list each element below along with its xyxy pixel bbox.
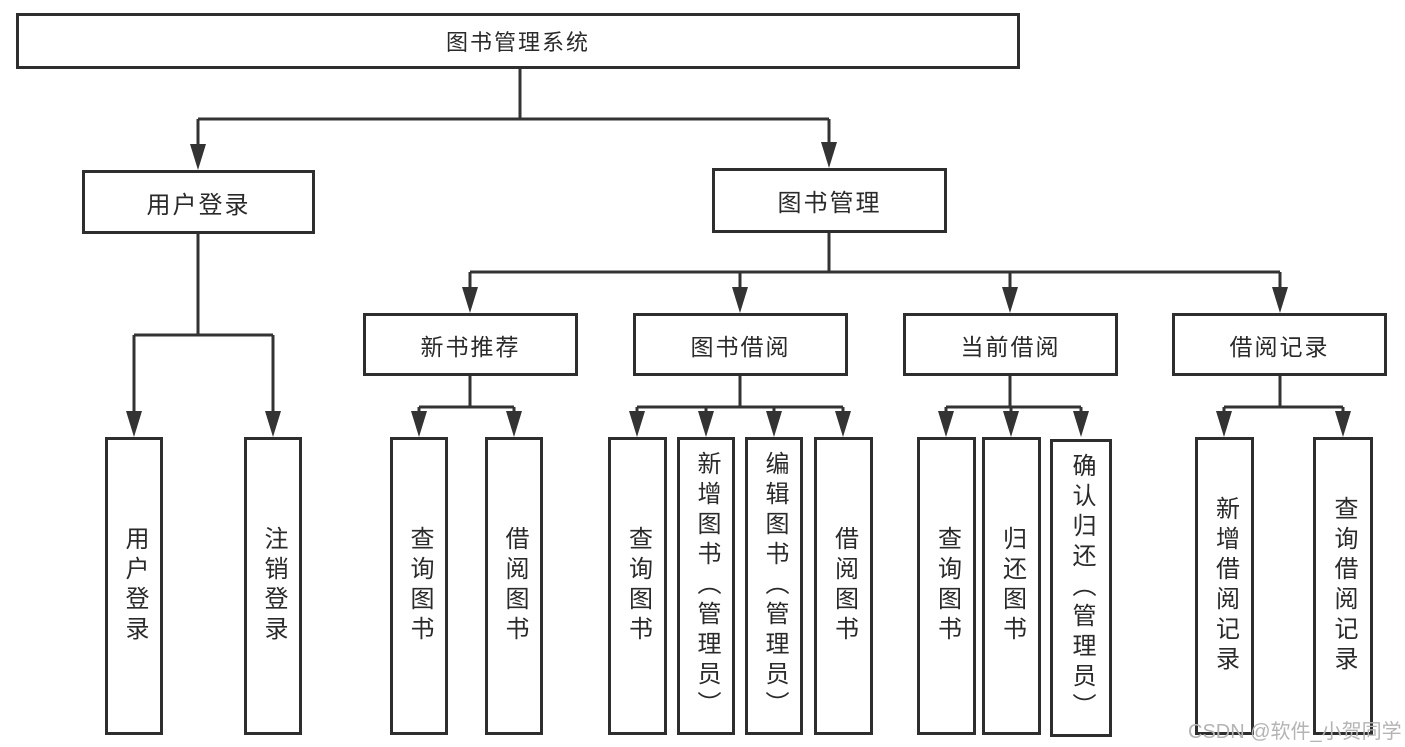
leaf-query-borrow-record: 查询借阅记录 xyxy=(1313,437,1373,735)
leaf-query-books-borrow: 查询图书 xyxy=(608,437,667,735)
leaf-query-books-recommend: 查询图书 xyxy=(390,437,448,735)
arrow-icon xyxy=(698,411,714,437)
leaf-label: 查询图书 xyxy=(933,526,961,646)
connector-borrow-children xyxy=(635,376,845,420)
arrow-icon xyxy=(265,411,281,437)
node-label: 新书推荐 xyxy=(420,333,521,360)
node-label: 当前借阅 xyxy=(960,333,1061,360)
connector-records-children xyxy=(1222,376,1345,420)
arrow-icon xyxy=(938,411,954,437)
leaf-label: 查询借阅记录 xyxy=(1330,496,1357,676)
node-user-login: 用户登录 xyxy=(82,170,315,234)
arrow-icon xyxy=(766,411,782,437)
leaf-edit-book-admin: 编辑图书（管理员） xyxy=(745,437,803,735)
arrow-icon xyxy=(1272,287,1288,313)
arrow-icon xyxy=(462,287,478,313)
leaf-label: 查询图书 xyxy=(406,526,433,646)
node-label: 图书借阅 xyxy=(690,333,791,360)
arrow-icon xyxy=(506,411,522,437)
node-label: 图书管理 xyxy=(777,190,882,217)
leaf-label: 归还图书 xyxy=(998,526,1026,646)
arrow-icon xyxy=(629,411,645,437)
leaf-borrow-books-recommend: 借阅图书 xyxy=(485,437,543,735)
csdn-watermark: CSDN @软件_小贺同学 xyxy=(1188,721,1402,743)
leaf-add-borrow-record: 新增借阅记录 xyxy=(1195,437,1254,735)
arrow-icon xyxy=(1003,411,1019,437)
arrow-icon xyxy=(821,142,837,168)
node-book-borrow: 图书借阅 xyxy=(633,313,848,376)
node-label: 借阅记录 xyxy=(1229,333,1330,360)
arrow-icon xyxy=(835,411,851,437)
node-new-book-recommend: 新书推荐 xyxy=(363,313,578,376)
connector-userlogin-children xyxy=(132,234,275,420)
leaf-label: 确认归还（管理员） xyxy=(1068,453,1095,723)
connector-bookmgmt-children xyxy=(468,233,1282,296)
arrow-icon xyxy=(1002,287,1018,313)
arrow-icon xyxy=(411,411,427,437)
leaf-add-book-admin: 新增图书（管理员） xyxy=(677,437,735,735)
connector-root-to-level2 xyxy=(196,68,831,148)
arrow-icon xyxy=(190,144,206,170)
leaf-logout-login: 注销登录 xyxy=(244,437,302,735)
arrow-icon xyxy=(1216,411,1232,437)
arrow-icon xyxy=(732,287,748,313)
leaf-return-book: 归还图书 xyxy=(982,437,1041,735)
node-library-management-system: 图书管理系统 xyxy=(16,13,1020,69)
arrow-icon xyxy=(126,411,142,437)
leaf-label: 编辑图书（管理员） xyxy=(761,451,788,721)
leaf-label: 借阅图书 xyxy=(830,526,858,646)
arrow-icon xyxy=(1335,411,1351,437)
leaf-label: 用户登录 xyxy=(121,526,148,646)
node-label: 图书管理系统 xyxy=(445,30,590,55)
leaf-label: 注销登录 xyxy=(260,526,287,646)
node-book-management: 图书管理 xyxy=(712,168,947,233)
leaf-label: 新增借阅记录 xyxy=(1211,496,1239,676)
leaf-borrow-books: 借阅图书 xyxy=(814,437,873,735)
node-current-borrow: 当前借阅 xyxy=(903,313,1118,376)
connector-newbook-children xyxy=(417,376,516,420)
arrow-icon xyxy=(1073,411,1089,437)
leaf-label: 新增图书（管理员） xyxy=(693,451,720,721)
leaf-user-login: 用户登录 xyxy=(105,437,163,735)
leaf-label: 查询图书 xyxy=(624,526,652,646)
node-label: 用户登录 xyxy=(146,191,251,219)
arrowheads xyxy=(126,142,1351,437)
leaf-query-books-current: 查询图书 xyxy=(917,437,976,735)
leaf-confirm-return-admin: 确认归还（管理员） xyxy=(1050,439,1112,737)
node-borrow-records: 借阅记录 xyxy=(1172,313,1387,376)
leaf-label: 借阅图书 xyxy=(501,526,528,646)
